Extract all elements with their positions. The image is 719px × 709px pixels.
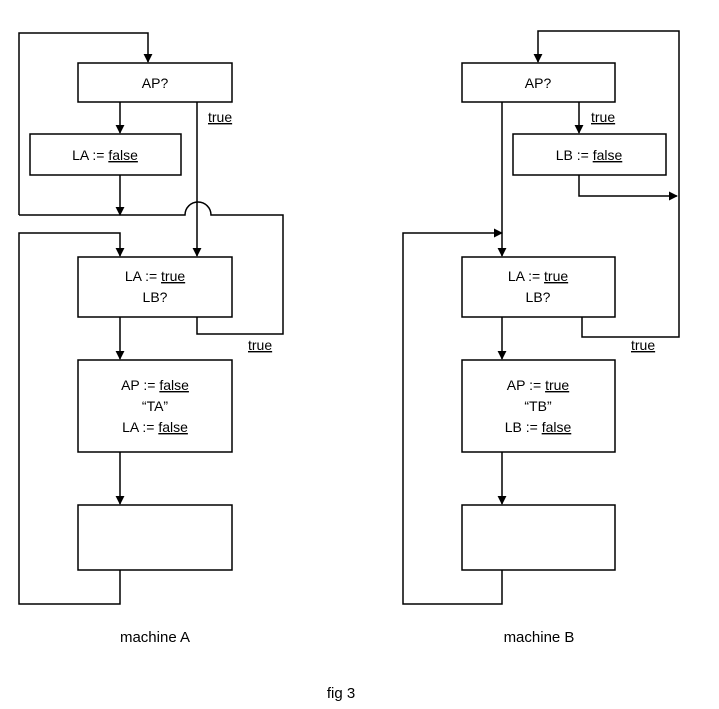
b-lb-false-to-right (578, 175, 678, 201)
a-ta-text: “TA” (142, 398, 169, 414)
a-la-true-lb-box: LA := true LB? (77, 256, 233, 318)
b-ap-true-text: AP := true (507, 377, 570, 393)
b-lb-check-text: LB? (526, 289, 551, 305)
b-true-label-1: true (591, 109, 615, 125)
a-true-label-1: true (208, 109, 232, 125)
b-lb-false-text: LB := false (556, 147, 623, 163)
a-critical-section-box: AP := false “TA” LA := false (77, 359, 233, 453)
a-empty-box (77, 504, 233, 571)
b-empty-box (461, 504, 616, 571)
a-ap-false-text: AP := false (121, 377, 189, 393)
b-right-loop-to-ap (533, 30, 680, 338)
a-la-true-text: LA := true (125, 268, 186, 284)
a-caption: machine A (120, 629, 190, 646)
a-merge-line (19, 201, 284, 335)
b-tb-text: “TB” (524, 398, 552, 414)
b-true-label-2: true (631, 337, 655, 353)
b-critical-section-box: AP := true “TB” LB := false (461, 359, 616, 453)
a-la-false-text: LA := false (72, 147, 138, 163)
b-ap-check-box: AP? (461, 62, 616, 103)
b-caption: machine B (504, 629, 575, 646)
machine-b: AP? LB := false LA := true LB? AP := tru… (402, 30, 680, 646)
a-true-label-2: true (248, 337, 272, 353)
a-ap-check-box: AP? (77, 62, 233, 103)
b-la-true-text: LA := true (508, 268, 569, 284)
b-lb-false-box: LB := false (512, 133, 667, 176)
b-loop-bottom (402, 228, 503, 605)
a-ap-check-text: AP? (142, 75, 169, 91)
a-loop-top-to-ap (18, 32, 153, 215)
figure-caption: fig 3 (327, 685, 355, 702)
b-lb-reset-text: LB := false (505, 419, 572, 435)
a-lb-check-text: LB? (143, 289, 168, 305)
a-la-reset-text: LA := false (122, 419, 188, 435)
b-la-true-lb-box: LA := true LB? (461, 256, 616, 318)
a-loop-bottom-to-la-true (18, 232, 125, 605)
machine-a: AP? LA := false LA := true LB? AP := fal… (18, 32, 284, 646)
b-ap-check-text: AP? (525, 75, 552, 91)
a-la-false-box: LA := false (29, 133, 182, 176)
